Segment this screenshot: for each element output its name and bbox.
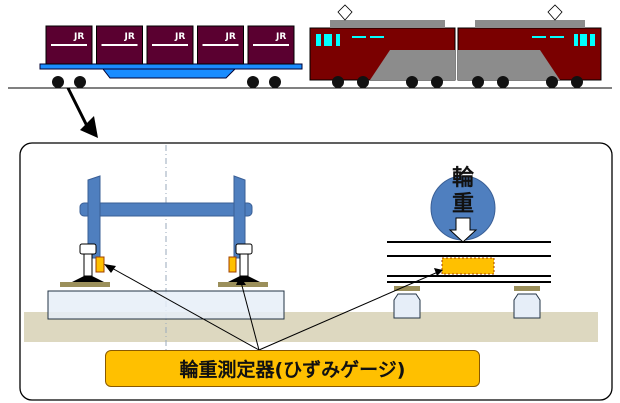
- jr-mark: JR: [73, 32, 84, 42]
- strain-gauge-side: [441, 257, 495, 275]
- wheelset: [79, 175, 253, 259]
- jr-mark: JR: [275, 32, 286, 42]
- container-stripe: [152, 44, 188, 46]
- wheel-load-label: 輪重: [451, 166, 474, 217]
- strain-gauge-right: [228, 256, 237, 273]
- sleeper: [47, 290, 285, 320]
- sleepers-side: [393, 286, 541, 319]
- container-stripe: [51, 44, 87, 46]
- jr-mark: JR: [124, 32, 135, 42]
- rail-left: [60, 243, 110, 287]
- freight-car: JR JR JR JR JR: [39, 25, 303, 88]
- container-stripe: [202, 44, 239, 46]
- gauge-label: 輪重測定器(ひずみゲージ): [105, 350, 480, 387]
- jr-mark: JR: [225, 32, 236, 42]
- container-stripe: [101, 44, 138, 46]
- load-arrow-icon: [448, 217, 478, 243]
- strain-gauge-left: [95, 256, 105, 273]
- jr-mark: JR: [174, 32, 185, 42]
- locomotive: [309, 4, 602, 88]
- zoom-arrow: [66, 87, 98, 138]
- container-stripe: [253, 44, 289, 46]
- leader-lines: [109, 266, 439, 351]
